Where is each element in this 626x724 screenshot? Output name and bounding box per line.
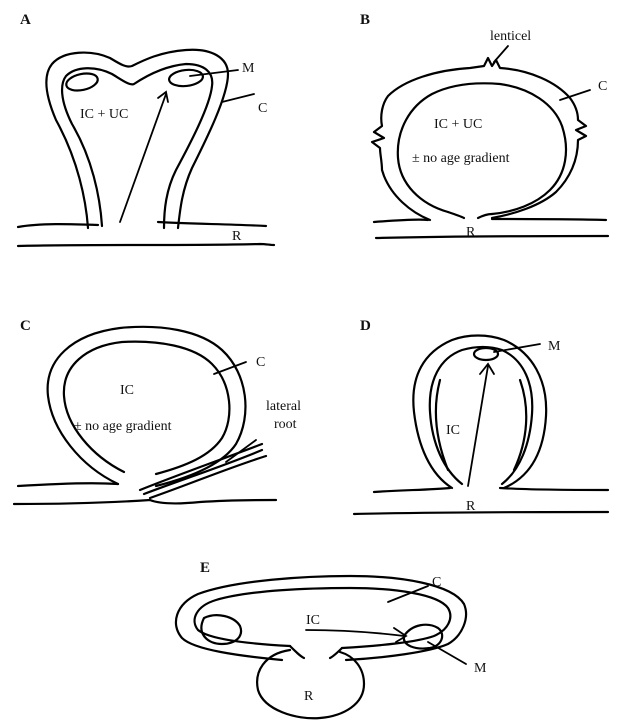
- panel-d-root-top-line-right: [500, 488, 608, 490]
- panel-e: E C IC R M: [176, 560, 487, 718]
- panel-e-label-m: M: [474, 661, 487, 676]
- panel-a-letter: A: [20, 12, 31, 28]
- panel-c-lateral-root-lower: [150, 456, 266, 498]
- panel-e-neck-left: [290, 646, 304, 658]
- panel-b-letter: B: [360, 12, 370, 28]
- panel-b-label-center: IC + UC: [434, 117, 482, 132]
- panel-a: A M C IC + UC R: [18, 12, 274, 246]
- panel-d-m-leader: [494, 344, 540, 352]
- panel-c: C C IC ± no age gradient lateral root: [14, 318, 301, 504]
- panel-d-letter: D: [360, 318, 371, 334]
- panel-b: B lenticel C IC + UC ± no age gradient R: [360, 12, 608, 240]
- panel-d-growth-arrow: [468, 366, 488, 486]
- panel-e-meristem-right: [404, 625, 442, 649]
- panel-d-label-center: IC: [446, 423, 460, 438]
- panel-a-root-bottom-line: [18, 244, 274, 246]
- panel-b-root-bottom-line: [376, 236, 608, 238]
- panel-c-label-lateral-line2: root: [274, 417, 297, 432]
- panel-e-label-c: C: [432, 575, 441, 590]
- panel-b-neck-right: [478, 214, 492, 218]
- panel-a-label-m: M: [242, 61, 255, 76]
- panel-c-label-center: IC: [120, 383, 134, 398]
- panel-b-lenticel-leader: [494, 46, 508, 62]
- panel-a-root-top-line-right: [158, 222, 266, 226]
- panel-b-root-top-line-left: [374, 220, 428, 222]
- panel-e-label-r: R: [304, 689, 314, 704]
- panel-c-letter: C: [20, 318, 31, 334]
- panel-c-label-c: C: [256, 355, 265, 370]
- panel-a-c-leader: [222, 94, 254, 102]
- panel-b-root-top-line-right: [492, 219, 606, 220]
- panel-c-c-leader: [214, 362, 246, 374]
- panel-e-letter: E: [200, 560, 210, 576]
- panel-a-label-center: IC + UC: [80, 107, 128, 122]
- panel-c-root-top-line: [18, 483, 118, 486]
- panel-d: D M IC R: [354, 318, 608, 514]
- panel-b-label-r: R: [466, 225, 476, 240]
- panel-d-vascular-right: [514, 380, 526, 470]
- panel-c-root-bottom-line: [14, 500, 276, 504]
- panel-d-root-top-line-left: [374, 488, 450, 492]
- panel-c-label-gradient: ± no age gradient: [74, 419, 172, 434]
- panel-a-root-top-line: [18, 224, 98, 227]
- panel-e-growth-arrow: [306, 630, 404, 636]
- panel-d-label-m: M: [548, 339, 561, 354]
- panel-b-label-c: C: [598, 79, 607, 94]
- panel-b-label-gradient: ± no age gradient: [412, 151, 510, 166]
- panel-b-nodule-inner-wall: [398, 83, 566, 214]
- panel-d-label-r: R: [466, 499, 476, 514]
- panel-c-nodule-inner-wall: [64, 342, 230, 474]
- panel-d-meristem: [474, 348, 498, 360]
- panel-b-label-lenticel: lenticel: [490, 29, 531, 44]
- panel-e-label-center: IC: [306, 613, 320, 628]
- panel-a-label-c: C: [258, 101, 267, 116]
- panel-d-root-bottom-line: [354, 512, 608, 514]
- panel-b-neck-left: [448, 212, 464, 218]
- panel-a-label-r: R: [232, 229, 242, 244]
- panel-c-lateral-root-upper: [140, 444, 262, 490]
- panel-a-meristem-right: [168, 68, 203, 87]
- panel-c-label-lateral-line1: lateral: [266, 399, 301, 414]
